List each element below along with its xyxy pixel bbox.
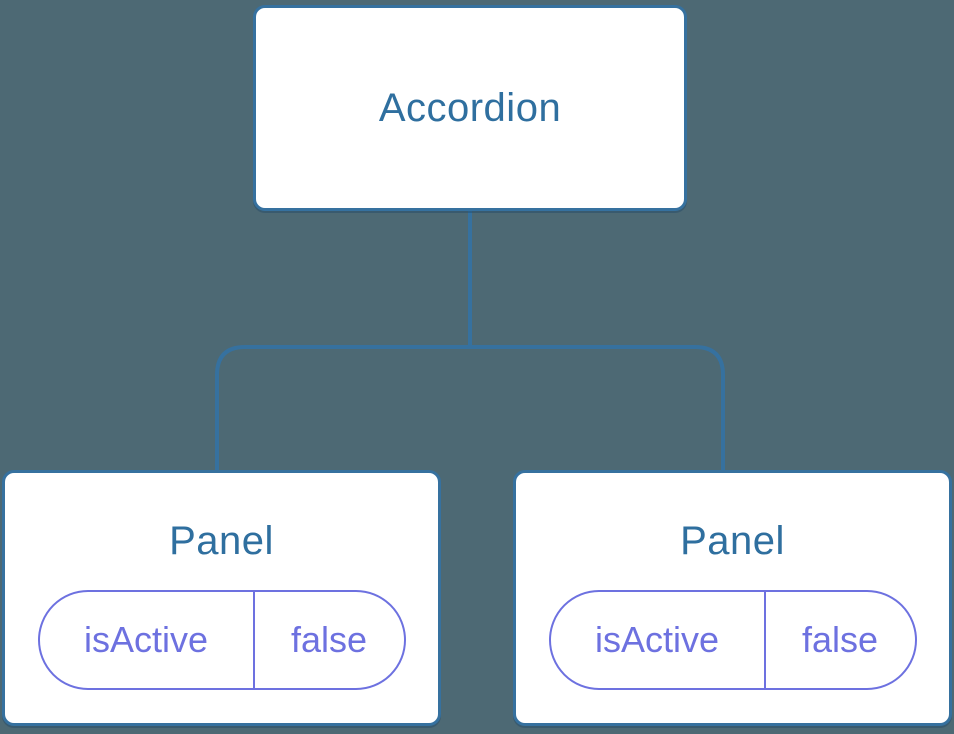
component-node-accordion: Accordion xyxy=(253,5,687,211)
state-value: false xyxy=(801,619,879,660)
state-pill: isActive false xyxy=(37,590,406,690)
connector-branch xyxy=(215,345,725,470)
component-node-panel-left: Panel isActive false xyxy=(2,470,441,726)
state-name: isActive xyxy=(40,592,255,688)
state-pill: isActive false xyxy=(548,590,917,690)
component-label: Panel xyxy=(680,519,785,563)
component-node-panel-right: Panel isActive false xyxy=(513,470,952,726)
component-label: Panel xyxy=(169,519,274,563)
state-name: isActive xyxy=(551,592,766,688)
component-label: Accordion xyxy=(378,86,562,130)
state-value: false xyxy=(290,619,368,660)
